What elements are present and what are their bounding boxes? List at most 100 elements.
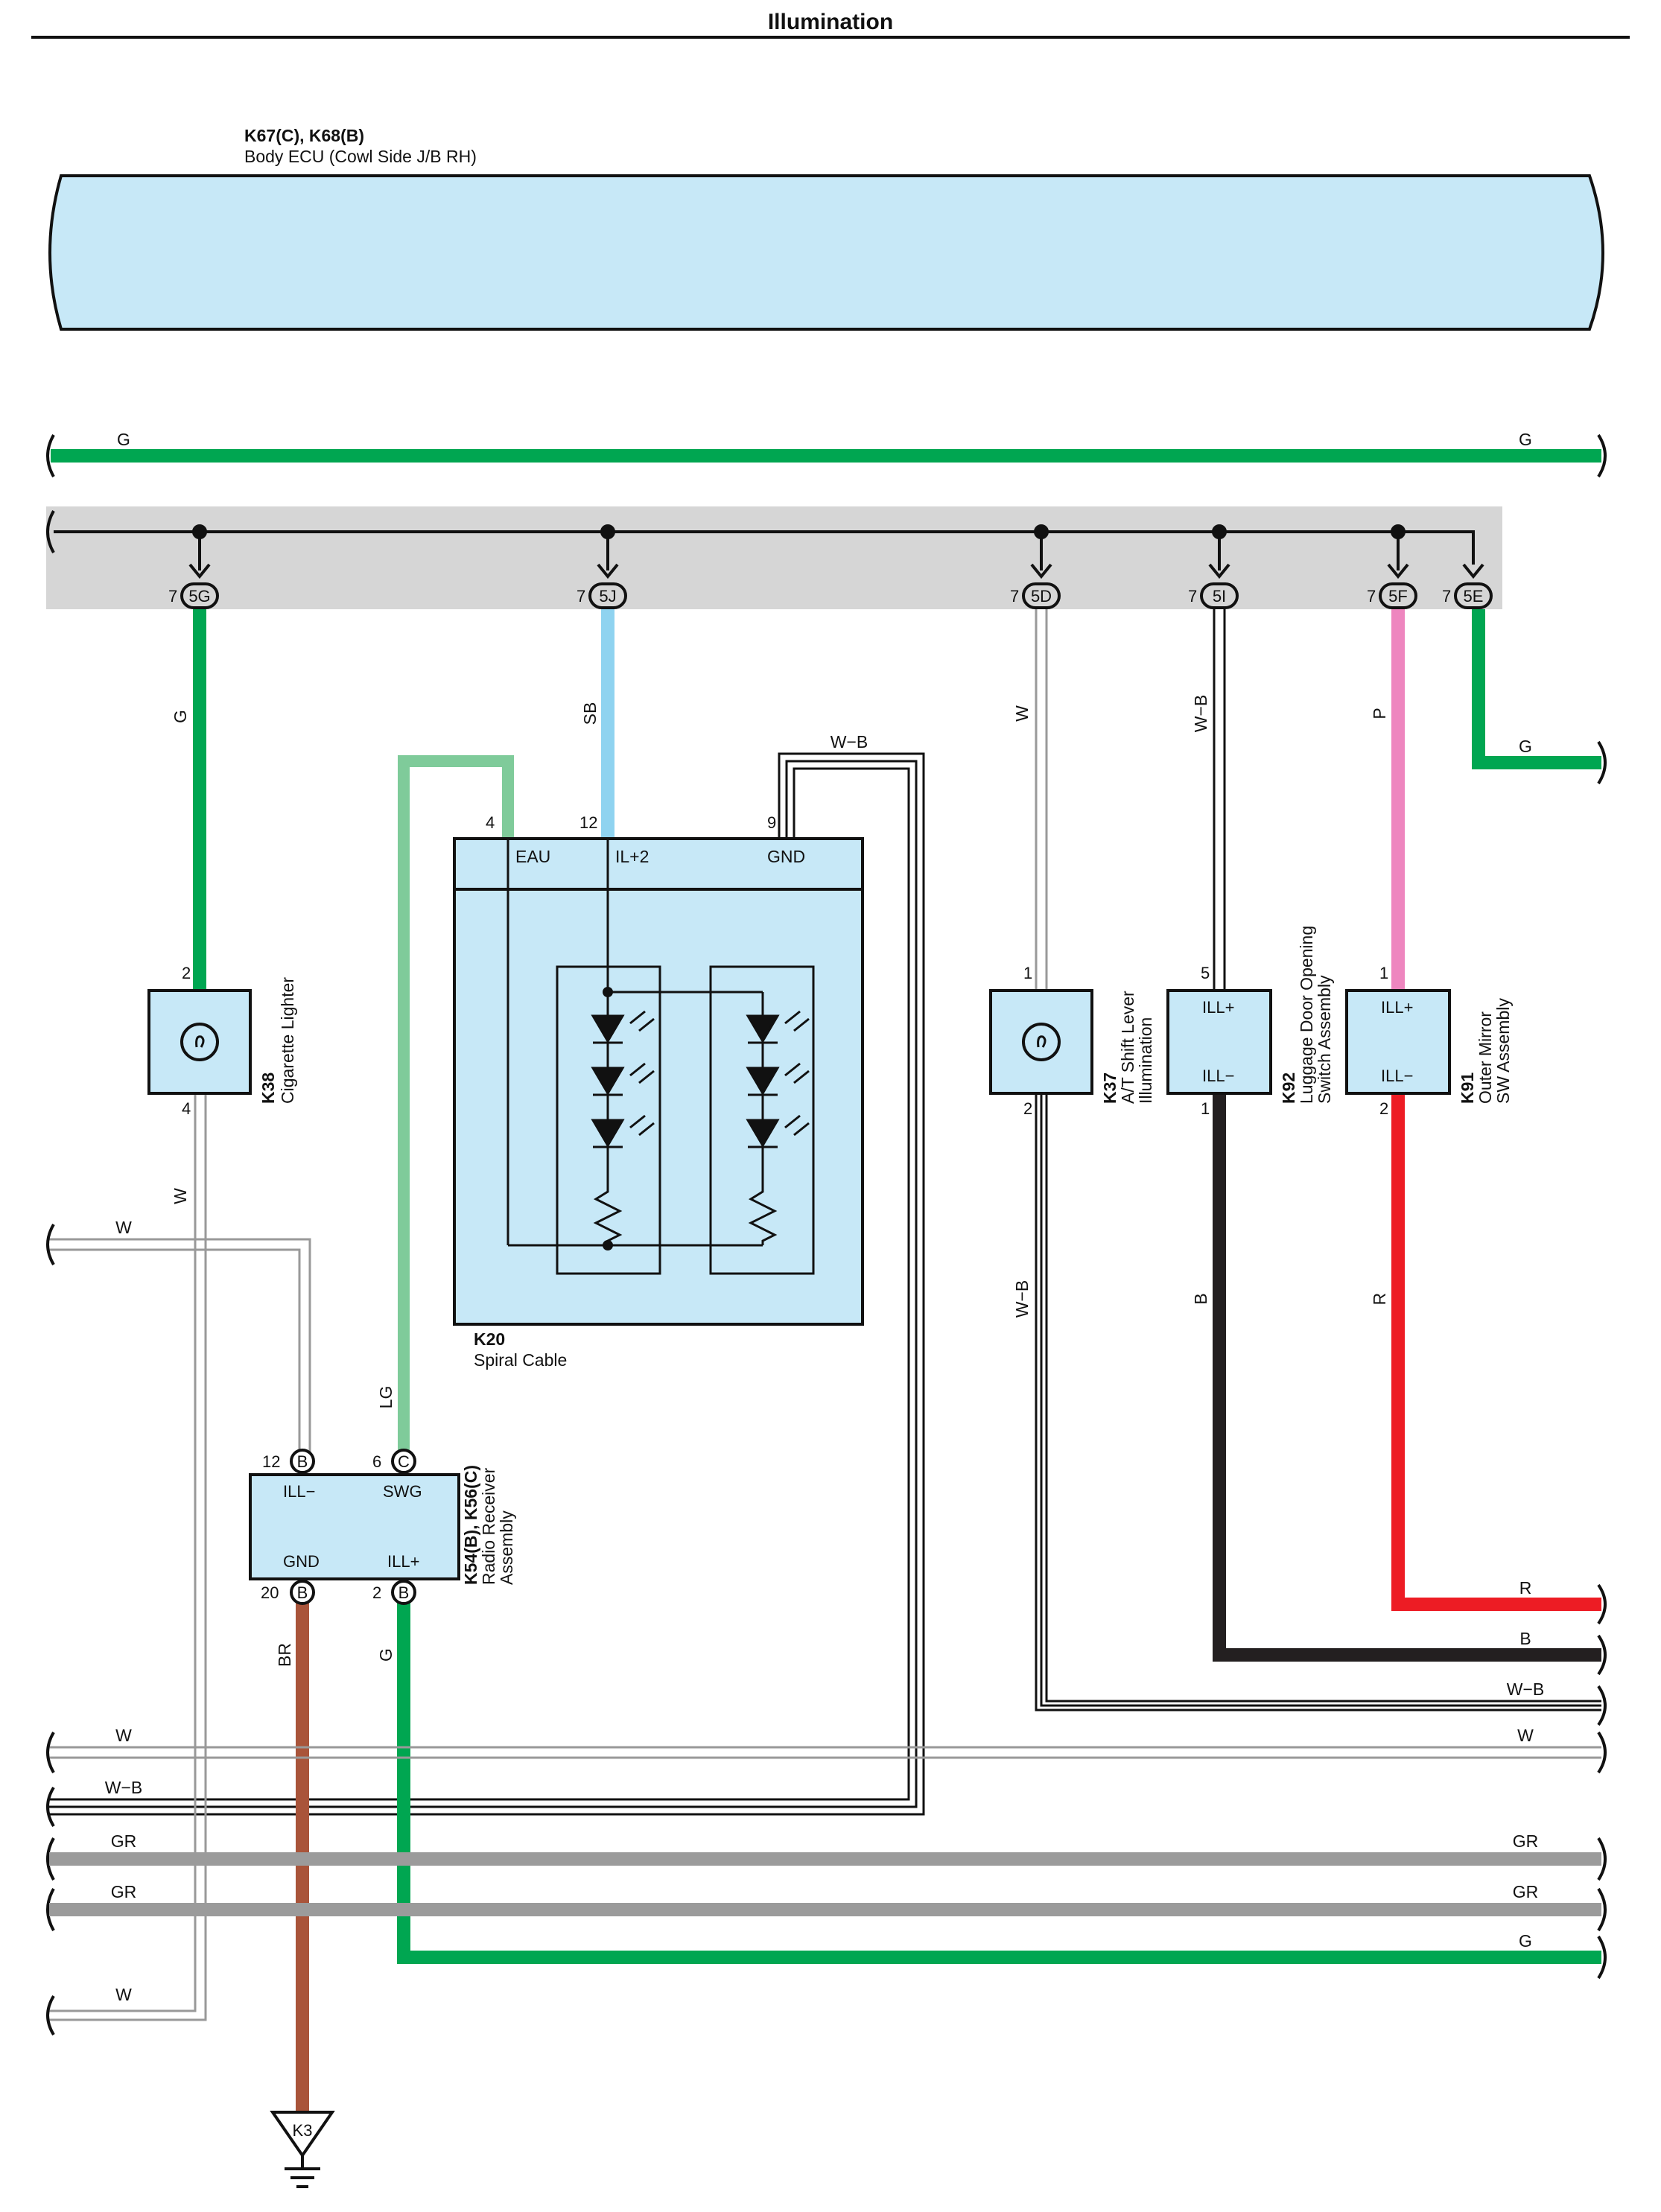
svg-text:5: 5 bbox=[1201, 964, 1210, 982]
svg-text:12: 12 bbox=[579, 813, 597, 832]
wire-label-bottom-g: G bbox=[1519, 1931, 1532, 1951]
connector-5g: 7 5G bbox=[168, 582, 219, 609]
wire-label-gr2-left: GR bbox=[111, 1882, 137, 1901]
svg-text:9: 9 bbox=[767, 813, 776, 832]
svg-text:ILL+: ILL+ bbox=[387, 1552, 419, 1571]
k37-shift-lever-illumination: 1 2 K37 A/T Shift Lever Illumination bbox=[989, 964, 1155, 1118]
svg-text:SWG: SWG bbox=[383, 1482, 422, 1501]
k20-name: Spiral Cable bbox=[474, 1350, 567, 1370]
svg-text:ILL+: ILL+ bbox=[1202, 998, 1234, 1017]
svg-text:4: 4 bbox=[486, 813, 495, 832]
ground-k3: K3 bbox=[270, 2111, 335, 2188]
wire-label-bus-w-right: W bbox=[1517, 1726, 1534, 1745]
ground-icon bbox=[285, 2155, 320, 2188]
wire-label-g-radio: G bbox=[376, 1648, 396, 1662]
wire-wb-5i bbox=[1213, 609, 1226, 991]
top-g-wire: G G bbox=[46, 430, 1607, 478]
wire-label-g-5e: G bbox=[1519, 737, 1532, 756]
connector-5f: 7 5F bbox=[1367, 582, 1417, 609]
svg-text:EAU: EAU bbox=[515, 847, 550, 866]
wire-label-gr1-right: GR bbox=[1513, 1831, 1539, 1851]
wire-label-right-wb: W−B bbox=[1507, 1679, 1544, 1699]
k20-code: K20 bbox=[474, 1329, 505, 1349]
k38-cigarette-lighter: 2 4 K38 Cigarette Lighter bbox=[147, 964, 297, 1118]
bus-breaks bbox=[46, 1731, 1607, 2036]
k91-outer-mirror-switch: 1 ILL+ ILL− 2 K91 Outer Mirror SW Assemb… bbox=[1345, 964, 1513, 1118]
wire-label-bus-wb: W−B bbox=[105, 1778, 142, 1797]
body-ecu: K67(C), K68(B) Body ECU (Cowl Side J/B R… bbox=[48, 126, 1604, 331]
lamp-icon bbox=[180, 1023, 219, 1061]
page-title: Illumination bbox=[768, 10, 893, 34]
connector-5e: 7 5E bbox=[1442, 582, 1493, 609]
wire-label-r-k91: R bbox=[1370, 1293, 1389, 1306]
svg-text:7: 7 bbox=[1367, 587, 1376, 606]
svg-text:C: C bbox=[398, 1452, 410, 1471]
svg-text:12: 12 bbox=[262, 1452, 280, 1471]
svg-text:5F: 5F bbox=[1388, 587, 1408, 606]
svg-text:ILL−: ILL− bbox=[283, 1482, 315, 1501]
lamp-icon bbox=[1022, 1023, 1061, 1061]
svg-text:2: 2 bbox=[372, 1583, 381, 1602]
wire-label-lg: LG bbox=[376, 1386, 396, 1409]
wire-label-gr2-right: GR bbox=[1513, 1882, 1539, 1901]
wire-label-w-left: W bbox=[115, 1218, 132, 1237]
k54-name-1: Radio Receiver bbox=[479, 1467, 498, 1585]
k91-code: K91 bbox=[1458, 1072, 1477, 1104]
svg-text:5J: 5J bbox=[599, 587, 616, 606]
svg-text:1: 1 bbox=[1379, 964, 1388, 982]
k37-name-1: A/T Shift Lever bbox=[1118, 991, 1137, 1104]
k91-name-2: SW Assembly bbox=[1493, 998, 1513, 1104]
svg-text:GND: GND bbox=[283, 1552, 320, 1571]
wire-label-right-r: R bbox=[1519, 1578, 1532, 1598]
k92-name-2: Switch Assembly bbox=[1315, 975, 1334, 1104]
wire-w-left bbox=[49, 1238, 311, 1460]
wire-g-radio bbox=[397, 1601, 1601, 1964]
led-icon bbox=[591, 1014, 780, 1148]
k92-code: K92 bbox=[1279, 1072, 1298, 1104]
svg-text:7: 7 bbox=[1010, 587, 1019, 606]
k20-spiral-cable: 4 12 9 EAU IL+2 GND bbox=[453, 813, 864, 1370]
wire-label-top-g-left: G bbox=[117, 430, 130, 449]
svg-text:2: 2 bbox=[1379, 1099, 1388, 1118]
wire-label-wb-k20: W−B bbox=[830, 732, 868, 751]
ecu-name: Body ECU (Cowl Side J/B RH) bbox=[244, 147, 477, 166]
right-breaks bbox=[1597, 1583, 1607, 1980]
wire-label-bottom-w: W bbox=[115, 1985, 132, 2004]
svg-text:ILL−: ILL− bbox=[1202, 1067, 1234, 1085]
wire-label-right-b: B bbox=[1519, 1629, 1531, 1648]
break-g-5e bbox=[1597, 740, 1607, 785]
wire-r-k91 bbox=[1391, 1095, 1601, 1611]
svg-text:B: B bbox=[297, 1583, 308, 1602]
k92-luggage-door-switch: 5 ILL+ ILL− 1 K92 Luggage Door Opening S… bbox=[1166, 926, 1334, 1118]
k54-code: K54(B), K56(C) bbox=[461, 1465, 480, 1585]
svg-text:5E: 5E bbox=[1464, 587, 1484, 606]
svg-text:GND: GND bbox=[767, 847, 805, 866]
wire-label-gr1-left: GR bbox=[111, 1831, 137, 1851]
svg-text:5D: 5D bbox=[1031, 587, 1052, 606]
wire-label-w-5d: W bbox=[1012, 705, 1032, 722]
svg-text:4: 4 bbox=[182, 1099, 191, 1118]
junction-bar bbox=[46, 506, 1502, 609]
wire-label-sb: SB bbox=[580, 702, 600, 725]
connector-5j: 7 5J bbox=[577, 582, 627, 609]
svg-text:K3: K3 bbox=[293, 2121, 313, 2140]
bus-connectors: 7 5G 7 5J 7 5D 7 5I 7 5F 7 5E bbox=[168, 582, 1493, 609]
ecu-connectors: K67(C), K68(B) bbox=[244, 126, 364, 145]
connector-5d: 7 5D bbox=[1010, 582, 1061, 609]
svg-text:20: 20 bbox=[261, 1583, 279, 1602]
wire-wb-k37 bbox=[1035, 1095, 1601, 1712]
bus-w-wire bbox=[49, 1746, 1601, 1759]
k54-radio-receiver: 12 B 6 C 20 B 2 B ILL− SWG GND ILL+ K54(… bbox=[249, 1449, 516, 1605]
svg-text:7: 7 bbox=[1188, 587, 1197, 606]
svg-text:B: B bbox=[297, 1452, 308, 1471]
k37-code: K37 bbox=[1100, 1072, 1119, 1104]
wire-label-bus-w-left: W bbox=[115, 1726, 132, 1745]
svg-text:7: 7 bbox=[168, 587, 177, 606]
wire-lg bbox=[398, 755, 514, 1460]
svg-text:ILL−: ILL− bbox=[1381, 1067, 1413, 1085]
svg-text:ILL+: ILL+ bbox=[1381, 998, 1413, 1017]
svg-text:1: 1 bbox=[1023, 964, 1032, 982]
wire-label-p: P bbox=[1370, 708, 1389, 719]
wire-g-5e bbox=[1472, 609, 1601, 769]
k54-name-2: Assembly bbox=[497, 1510, 516, 1585]
